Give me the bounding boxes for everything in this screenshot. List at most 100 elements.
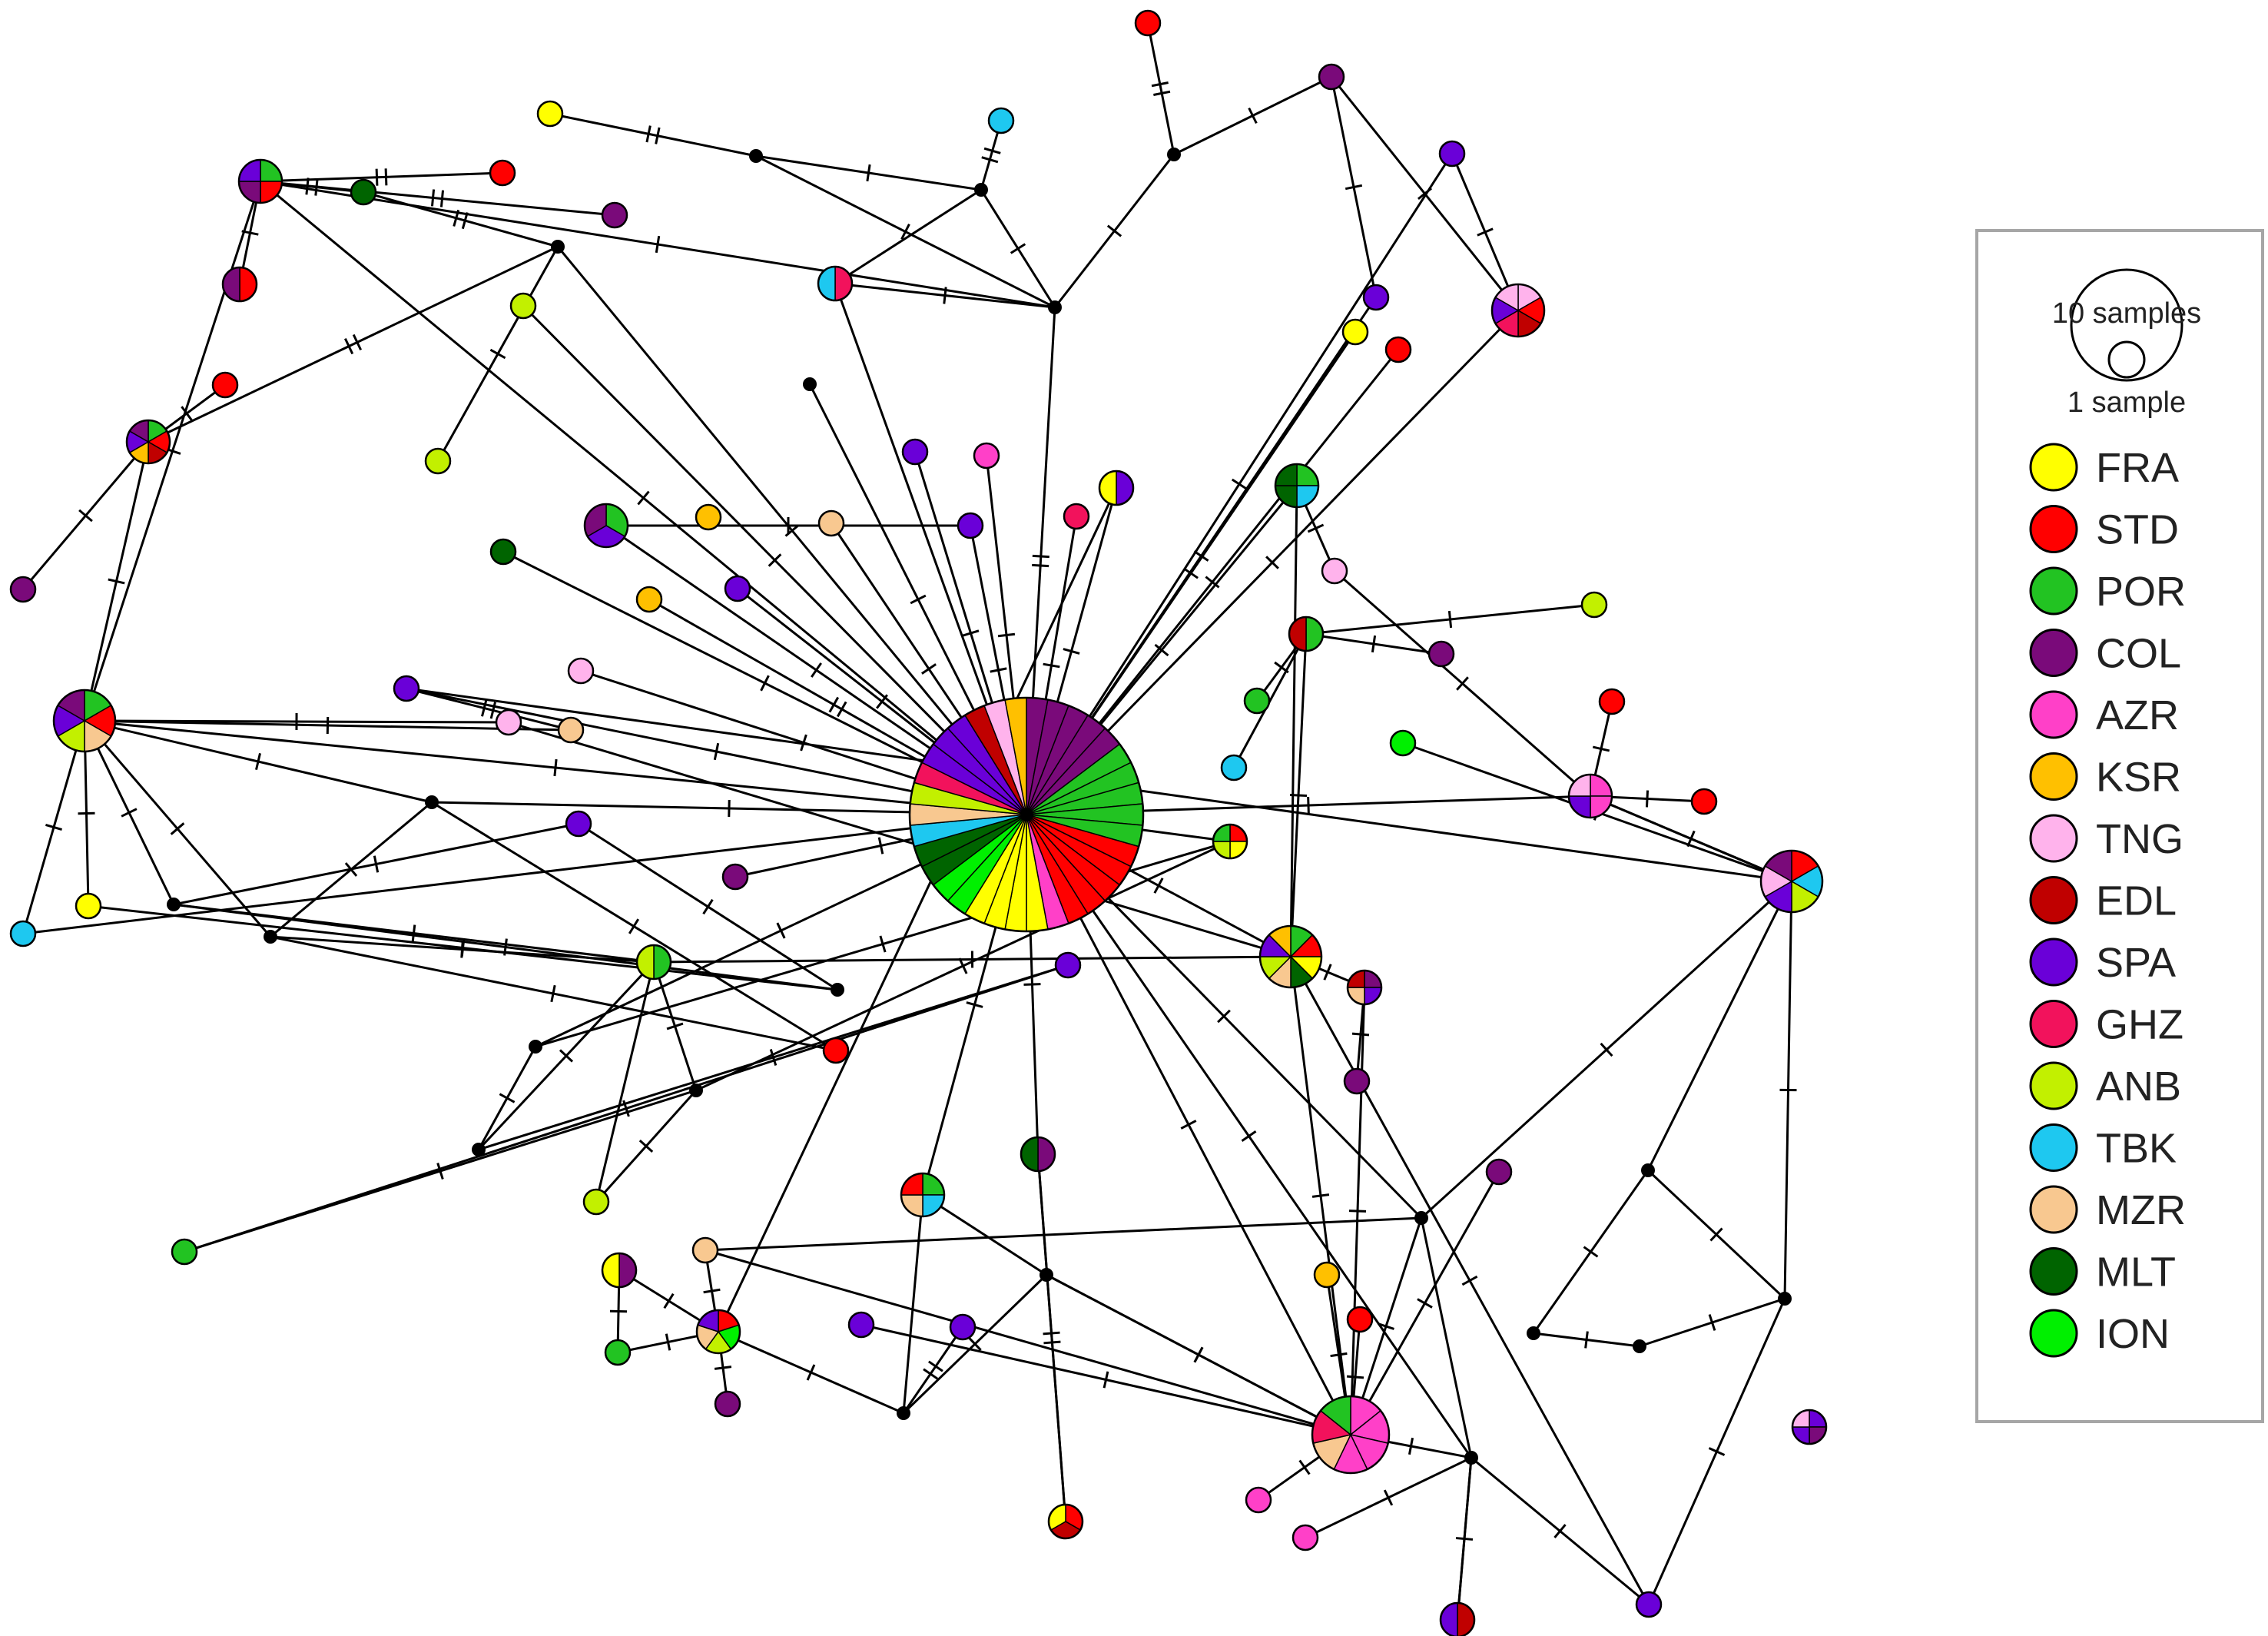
legend-swatch-ksr	[2029, 752, 2078, 801]
pie-slice	[1440, 1602, 1458, 1636]
mutation-tick	[962, 629, 980, 637]
haplotype-node-spa	[393, 675, 420, 702]
mutation-tick	[1330, 1352, 1348, 1358]
haplotype-pie	[1047, 1503, 1084, 1540]
pie-outline	[1567, 773, 1613, 819]
pie-outline	[221, 266, 258, 303]
mutation-tick	[900, 224, 910, 240]
median-vertex	[529, 1040, 542, 1054]
haplotype-node-std	[1134, 9, 1162, 37]
mutation-tick	[1153, 878, 1164, 894]
network-edge	[1646, 881, 1793, 1171]
mutation-tick	[638, 1140, 654, 1153]
mutation-tick	[1645, 790, 1650, 808]
mutation-tick	[255, 752, 261, 771]
median-vertex	[689, 1083, 703, 1097]
median-vertex	[1414, 1211, 1428, 1225]
pie-outline	[1258, 924, 1323, 989]
mutation-tick	[170, 822, 185, 835]
pie-outline	[1047, 1503, 1084, 1540]
legend-swatch-mzr	[2029, 1185, 2078, 1234]
haplotype-node-std	[822, 1037, 850, 1064]
haplotype-node-std	[1384, 336, 1412, 363]
mutation-tick	[1153, 90, 1171, 97]
network-edge	[1036, 1153, 1067, 1522]
network-edge	[148, 245, 559, 443]
pie-outline	[635, 944, 672, 981]
haplotype-pie	[908, 696, 1145, 933]
haplotype-node-spa	[565, 810, 592, 838]
mutation-tick	[1205, 576, 1220, 589]
median-vertex	[425, 795, 439, 809]
legend-label-ion: ION	[2096, 1311, 2170, 1357]
mutation-tick	[1241, 1130, 1257, 1142]
haplotype-node-mzr	[557, 716, 585, 744]
mutation-tick	[828, 696, 840, 713]
legend: 10 samples 1 sample FRASTDPORCOLAZRKSRTN…	[1975, 229, 2264, 1423]
network-edge	[902, 1326, 964, 1414]
mutation-tick	[1417, 1298, 1433, 1309]
network-edge	[705, 1216, 1422, 1252]
mutation-tick	[1351, 1032, 1370, 1037]
mutation-tick	[460, 939, 466, 957]
mutation-tick	[645, 125, 652, 143]
haplotype-node-spa	[847, 1311, 875, 1339]
pie-outline	[695, 1309, 741, 1355]
legend-swatch-azr	[2029, 690, 2078, 739]
mutation-tick	[923, 1368, 939, 1380]
mutation-tick	[436, 1163, 444, 1180]
haplotype-node-tng	[567, 657, 595, 685]
mutation-tick	[703, 1288, 721, 1294]
network-edge	[834, 188, 982, 285]
mutation-tick	[461, 212, 469, 230]
pie-slice	[1099, 470, 1117, 506]
network-edge	[922, 1193, 1047, 1276]
haplotype-pie	[695, 1309, 741, 1355]
legend-label-std: STD	[2096, 507, 2179, 553]
haplotype-node-ksr	[635, 586, 663, 613]
mutation-tick	[663, 1293, 675, 1309]
mutation-tick	[665, 1333, 671, 1351]
legend-swatch-std	[2029, 505, 2078, 553]
haplotype-node-spa	[1438, 140, 1466, 168]
mutation-tick	[776, 922, 786, 939]
legend-size-large-label: 10 samples	[2052, 297, 2201, 330]
mutation-tick	[958, 957, 968, 974]
pie-outline	[583, 503, 629, 549]
haplotype-node-std	[1690, 788, 1718, 815]
pie-outline	[237, 158, 284, 204]
pie-slice	[1116, 470, 1134, 506]
mutation-tick	[713, 742, 720, 761]
mutation-tick	[489, 348, 506, 360]
haplotype-node-mzr	[817, 509, 845, 537]
haplotype-node-col	[714, 1390, 741, 1418]
legend-label-ksr: KSR	[2096, 755, 2181, 801]
pie-slice	[817, 266, 836, 301]
haplotype-pie	[237, 158, 284, 204]
mutation-tick	[314, 178, 319, 196]
haplotype-node-std	[211, 371, 239, 399]
haplotype-pie	[1791, 1409, 1828, 1445]
mutation-tick	[481, 699, 488, 717]
mutation-tick	[1709, 1227, 1723, 1242]
pie-slice	[1020, 1137, 1039, 1172]
pie-slice	[834, 266, 853, 301]
haplotype-node-spa	[949, 1313, 976, 1341]
legend-label-fra: FRA	[2096, 445, 2179, 491]
pie-outline	[1490, 283, 1546, 338]
legend-size-small-circle	[2107, 340, 2146, 379]
mutation-tick	[966, 1001, 983, 1008]
legend-swatch-spa	[2029, 937, 2078, 987]
mutation-tick	[879, 935, 887, 953]
mutation-tick	[1193, 1346, 1204, 1363]
haplotype-node-col	[9, 576, 37, 603]
mutation-tick	[655, 235, 661, 254]
network-edges	[22, 22, 1797, 1621]
haplotype-node-ion	[1389, 729, 1417, 757]
haplotype-pie	[1759, 849, 1824, 914]
mutation-tick	[806, 1364, 816, 1381]
haplotype-pie	[1098, 470, 1135, 506]
network-edge	[22, 813, 1027, 935]
mutation-tick	[1248, 107, 1258, 124]
mutation-tick	[1102, 1371, 1109, 1389]
